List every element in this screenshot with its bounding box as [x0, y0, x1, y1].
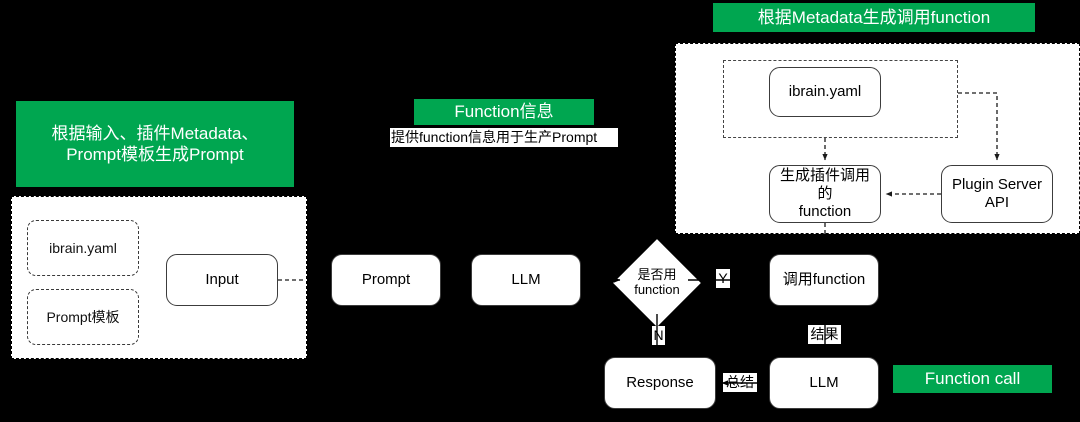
left-item-ibrain-yaml-label: ibrain.yaml: [49, 240, 117, 256]
flow-node-llm-2[interactable]: LLM: [769, 357, 879, 409]
left-item-prompt-template-label: Prompt模板: [46, 309, 120, 325]
left-item-prompt-template[interactable]: Prompt模板: [27, 289, 139, 345]
left-group-banner-label: 根据输入、插件Metadata、 Prompt模板生成Prompt: [51, 123, 259, 164]
right-group-inner-region: [723, 60, 958, 138]
flow-node-decision-label: 是否用 function: [634, 267, 680, 297]
middle-group-banner-label: Function信息: [454, 102, 554, 122]
flow-node-llm-2-label: LLM: [809, 373, 839, 391]
right-group-banner: 根据Metadata生成调用function: [713, 3, 1035, 32]
flow-node-prompt[interactable]: Prompt: [331, 254, 441, 306]
flow-node-llm-1[interactable]: LLM: [471, 254, 581, 306]
edge-label-result: 结果: [808, 325, 841, 344]
edge-label-summary-text: 总结: [726, 373, 754, 390]
edge-label-no-text: N: [653, 326, 664, 343]
flow-node-prompt-label: Prompt: [361, 270, 411, 288]
right-ibrain-yaml-node[interactable]: ibrain.yaml: [769, 67, 881, 117]
flow-node-decision[interactable]: 是否用 function: [613, 239, 701, 327]
function-call-badge-label: Function call: [924, 369, 1021, 389]
generate-function-label: 生成插件调用的 function: [779, 166, 870, 221]
input-node-label: Input: [205, 270, 239, 288]
middle-group-banner: Function信息: [414, 99, 594, 125]
edge-label-result-text: 结果: [810, 325, 839, 342]
flow-node-response-label: Response: [626, 373, 694, 391]
input-node[interactable]: Input: [166, 254, 278, 306]
edge-label-no: N: [652, 326, 665, 345]
left-item-ibrain-yaml[interactable]: ibrain.yaml: [27, 220, 139, 276]
flow-node-response[interactable]: Response: [604, 357, 716, 409]
edge-label-yes-text: Y: [718, 269, 728, 286]
left-group-banner: 根据输入、插件Metadata、 Prompt模板生成Prompt: [16, 101, 294, 187]
right-group-banner-label: 根据Metadata生成调用function: [757, 7, 991, 27]
generate-function-node[interactable]: 生成插件调用的 function: [769, 165, 881, 223]
right-ibrain-yaml-label: ibrain.yaml: [788, 82, 862, 100]
function-call-badge: Function call: [893, 365, 1052, 393]
plugin-server-api-label: Plugin Server API: [951, 175, 1043, 211]
flow-node-call-function[interactable]: 调用function: [769, 254, 879, 306]
flow-node-call-function-label: 调用function: [782, 270, 866, 288]
flow-node-llm-1-label: LLM: [511, 270, 541, 288]
plugin-server-api-node[interactable]: Plugin Server API: [941, 165, 1053, 223]
edge-label-yes: Y: [716, 269, 730, 288]
middle-group-note: 提供function信息用于生产Prompt: [390, 128, 618, 147]
middle-group-note-label: 提供function信息用于生产Prompt: [391, 128, 598, 145]
edge-label-summary: 总结: [723, 373, 757, 392]
